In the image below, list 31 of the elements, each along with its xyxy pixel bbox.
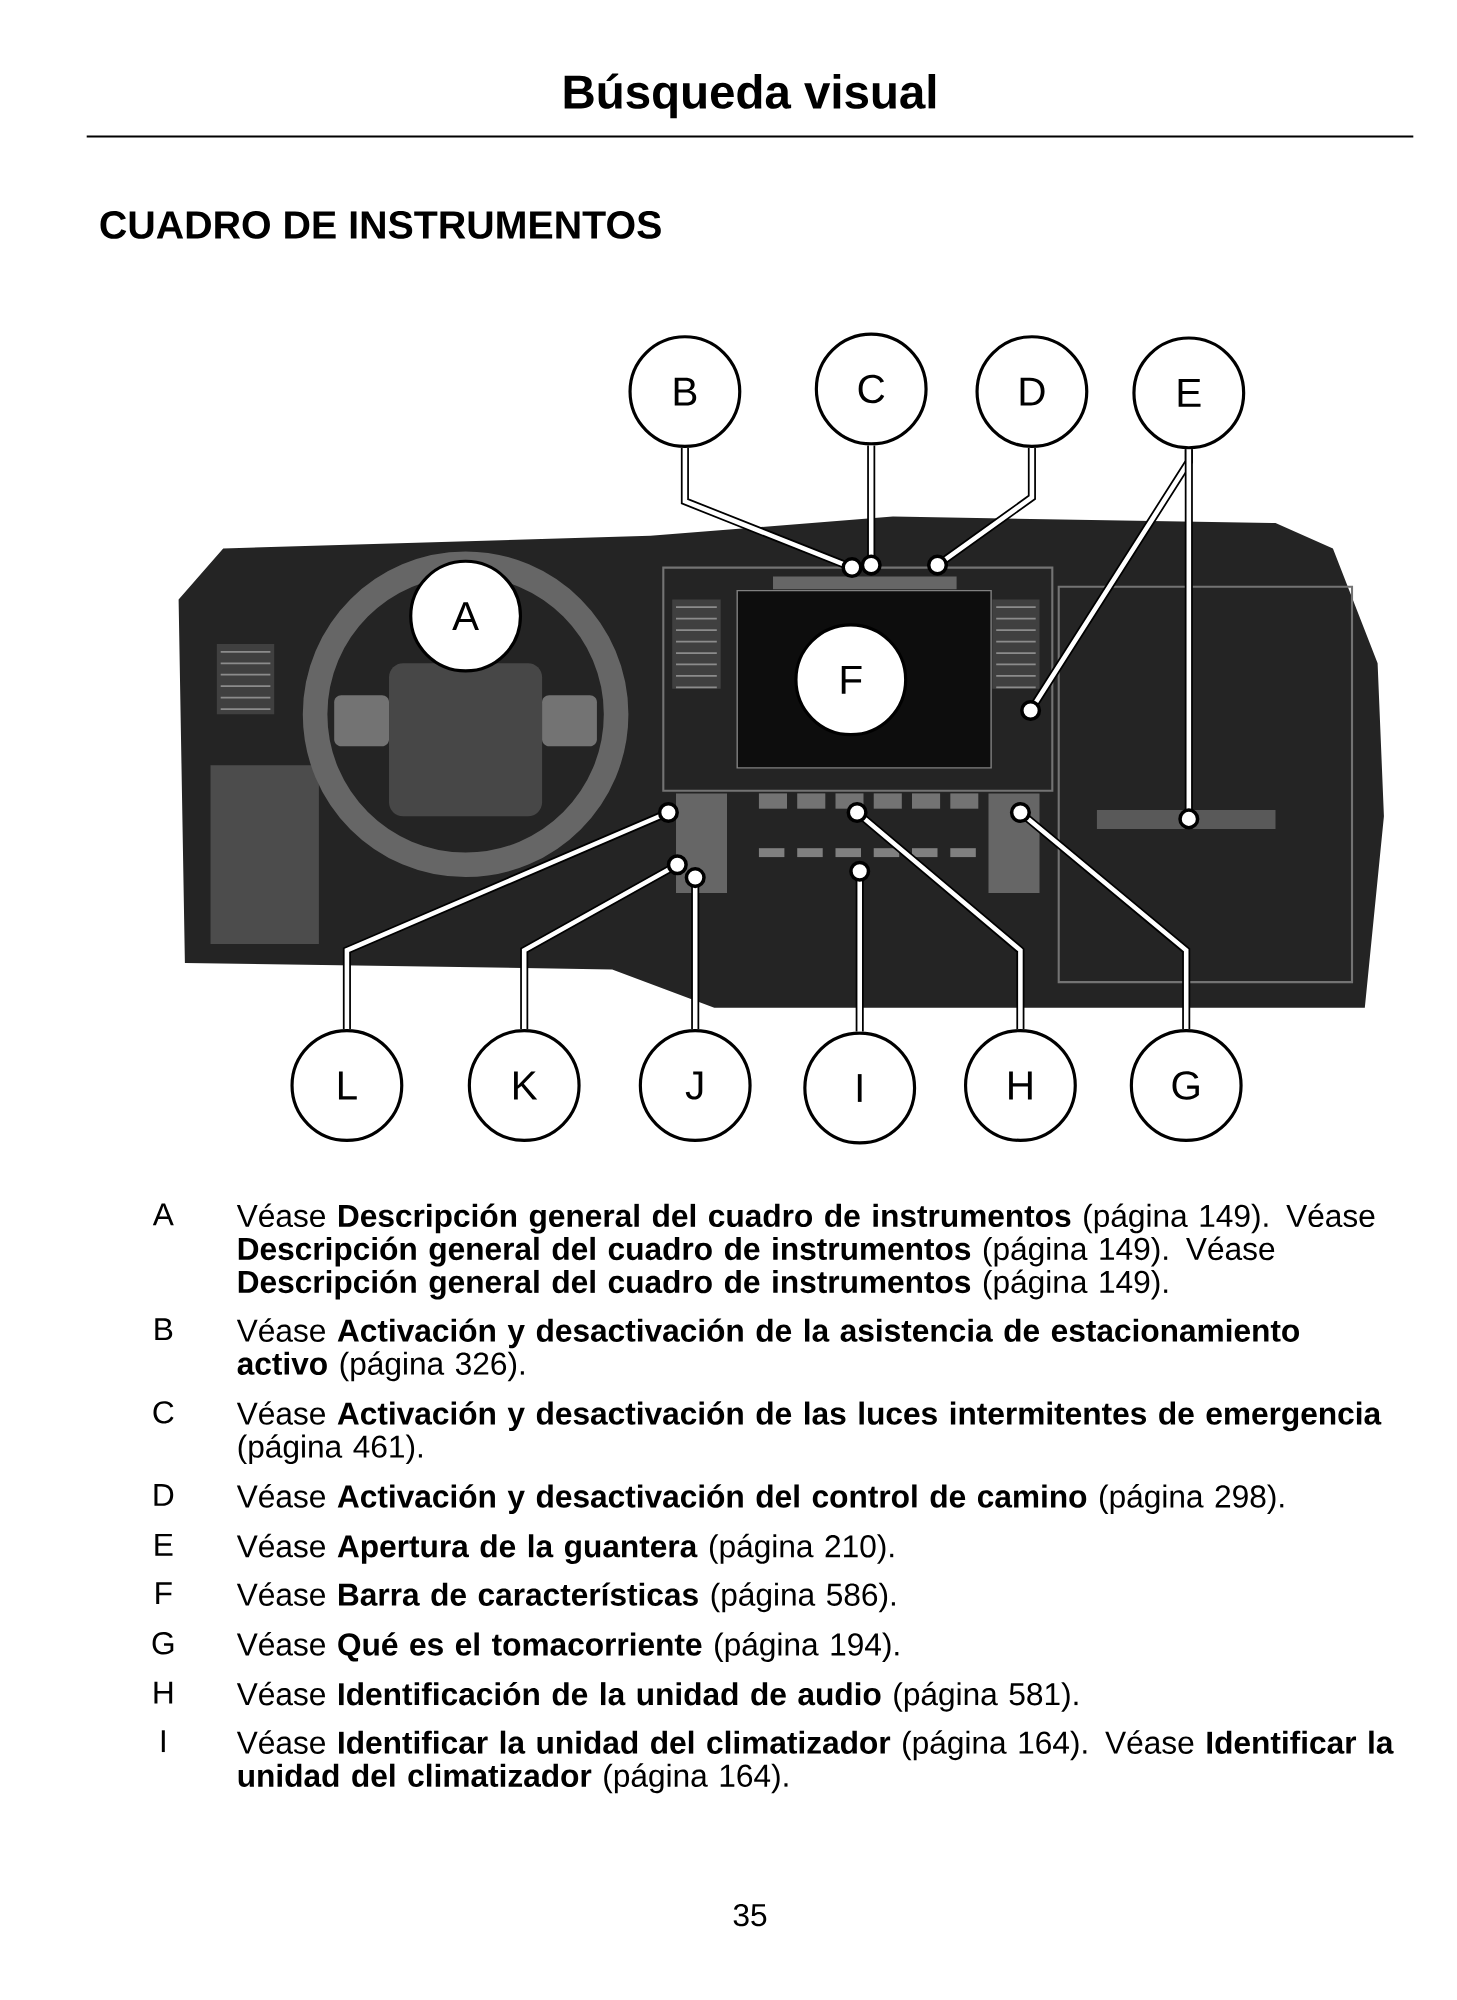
item-letter: I — [162, 1730, 165, 1753]
item-letter: D — [154, 1484, 174, 1506]
item-letter: A — [153, 1203, 174, 1226]
page-title: Búsqueda visual — [564, 73, 936, 119]
item-letter: H — [154, 1681, 173, 1704]
section-heading: CUADRO DE INSTRUMENTOS — [100, 211, 662, 239]
item-description: Véase Identificación de la unidad de audio (página 581). — [237, 1681, 1078, 1712]
item-letter: G — [152, 1632, 174, 1655]
item-description: Véase Barra de características (página 586). — [237, 1582, 896, 1613]
item-description: Véase Activación y desactivación del control de camino (página 298). — [237, 1484, 1284, 1514]
leader-line — [1178, 449, 1200, 830]
item-description: Véase Apertura de la guantera (página 210). — [237, 1533, 894, 1564]
item-letter: F — [156, 1582, 172, 1605]
page-number: 35 — [733, 1903, 767, 1927]
item-letter: B — [155, 1318, 173, 1341]
item-letter: E — [155, 1533, 173, 1556]
leader-line — [681, 448, 863, 579]
leader-line — [520, 854, 689, 1030]
item-description: Véase Activación y desactivación de la asistencia de estacionamiento activo (página 326). — [237, 1318, 1300, 1382]
leader-line — [1010, 801, 1191, 1030]
leader-line — [927, 448, 1037, 576]
leader-line — [860, 445, 882, 576]
item-description: Véase Identificar la unidad del climatizador (página 164). Véase Identificar la unidad del climatizador (página 164). — [237, 1730, 1394, 1794]
leader-line — [849, 860, 871, 1032]
leader-line — [684, 867, 706, 1030]
item-description: Véase Descripción general del cuadro de instrumentos (página 149). Véase Descripción general del cuadro de instrumentos (página 149). Véase Descripción general del cuadro de instrumentos (página 149). — [237, 1203, 1375, 1300]
item-description: Véase Activación y desactivación de las luces intermitentes de emergencia (página 461). — [237, 1401, 1382, 1465]
item-description: Véase Qué es el tomacorriente (página 194). — [237, 1632, 899, 1662]
leader-line — [343, 801, 680, 1030]
item-letter: C — [153, 1401, 174, 1424]
leader-line — [846, 801, 1025, 1030]
